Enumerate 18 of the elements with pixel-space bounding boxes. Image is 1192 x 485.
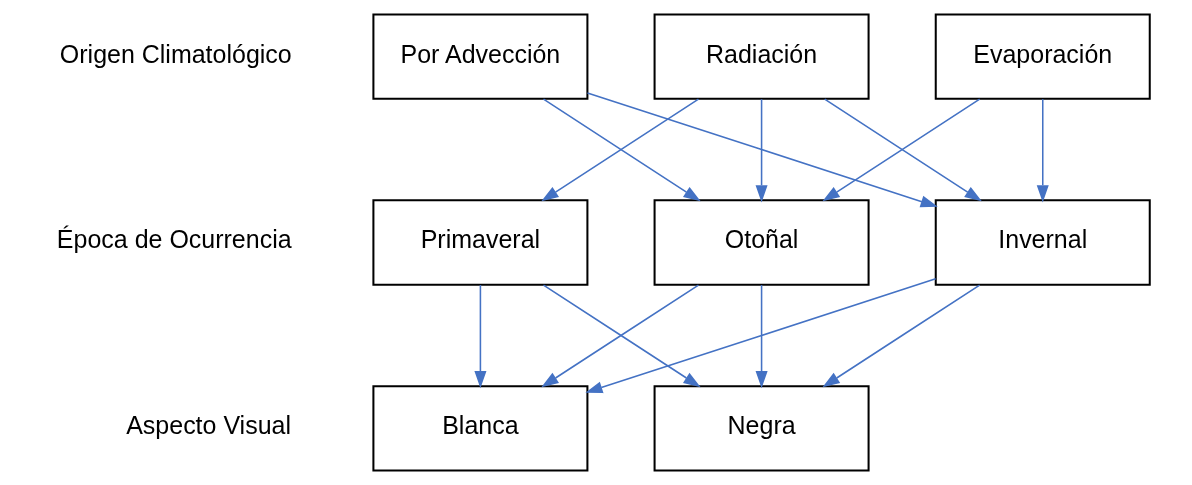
label: Aspecto Visual [126,411,292,440]
arrow [755,284,768,389]
node-box: Negra [653,385,870,472]
label: Origen Climatológico [59,39,292,68]
arrow [1036,98,1049,203]
node-box: Por Advección [372,13,589,100]
node-box: Evaporación [934,13,1151,100]
arrow [586,92,938,208]
arrow [822,284,981,388]
node-box: Invernal [934,199,1151,286]
label: Época de Ocurrencia [56,225,292,254]
node-box: Primaveral [372,199,589,286]
arrow [585,278,937,394]
node-box: Otoñal [653,199,870,286]
arrow [755,98,768,203]
arrow [474,284,487,389]
node-box: Blanca [372,385,589,472]
node-box: Radiación [653,13,870,100]
